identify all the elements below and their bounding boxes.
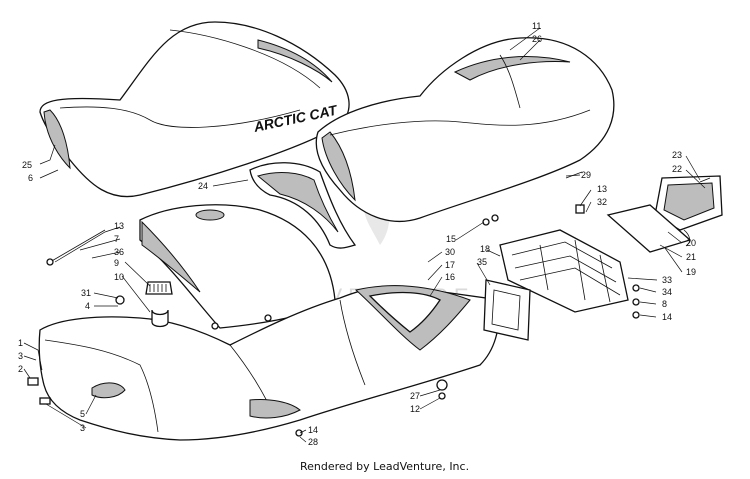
callout-34: 34	[662, 287, 672, 297]
callout-27: 27	[410, 391, 420, 401]
callout-8: 8	[662, 299, 667, 309]
credit-text: Rendered by LeadVenture, Inc.	[300, 460, 469, 473]
callout-4: 4	[85, 301, 90, 311]
callout-10: 10	[114, 272, 124, 282]
callout-9: 9	[114, 258, 119, 268]
callout-2: 2	[18, 364, 23, 374]
callout-6: 6	[28, 173, 33, 183]
callout-3-lower: 3	[80, 423, 85, 433]
callout-29: 29	[581, 170, 591, 180]
callout-5: 5	[80, 409, 85, 419]
callout-17: 17	[445, 260, 455, 270]
callout-3: 3	[18, 351, 23, 361]
seat-cover-right	[315, 37, 615, 222]
callout-35: 35	[477, 257, 487, 267]
part-24-panel	[249, 162, 357, 249]
callout-1: 1	[18, 338, 23, 348]
hardware	[27, 171, 711, 437]
callout-33: 33	[662, 275, 672, 285]
callout-13-right: 13	[597, 184, 607, 194]
callout-12: 12	[410, 404, 420, 414]
callout-26: 26	[532, 34, 542, 44]
callout-20: 20	[686, 238, 696, 248]
callout-13: 13	[114, 221, 124, 231]
callout-25: 25	[22, 160, 32, 170]
callout-21: 21	[686, 252, 696, 262]
part-18-rack	[499, 229, 629, 313]
leader-lines	[23, 27, 706, 443]
callout-36: 36	[114, 247, 124, 257]
callout-28: 28	[308, 437, 318, 447]
callout-30: 30	[445, 247, 455, 257]
callout-14-right: 14	[662, 312, 672, 322]
callout-22: 22	[672, 164, 682, 174]
callout-15: 15	[446, 234, 456, 244]
part-35-plate	[483, 279, 531, 341]
callout-31: 31	[81, 288, 91, 298]
part-19-taillight	[606, 175, 723, 253]
seat-cover-left: ARCTIC CAT	[39, 21, 350, 198]
callout-7: 7	[114, 234, 119, 244]
callout-11: 11	[532, 21, 541, 31]
fuel-cap	[145, 281, 173, 328]
callout-19: 19	[686, 267, 696, 277]
callout-labels: 25 6 24 11 26 29 23 22 13 7 36 9 10 31 4…	[18, 21, 696, 447]
callout-18: 18	[480, 244, 490, 254]
callout-23: 23	[672, 150, 682, 160]
callout-32: 32	[597, 197, 607, 207]
callout-14: 14	[308, 425, 318, 435]
callout-24: 24	[198, 181, 208, 191]
callout-16: 16	[445, 272, 455, 282]
